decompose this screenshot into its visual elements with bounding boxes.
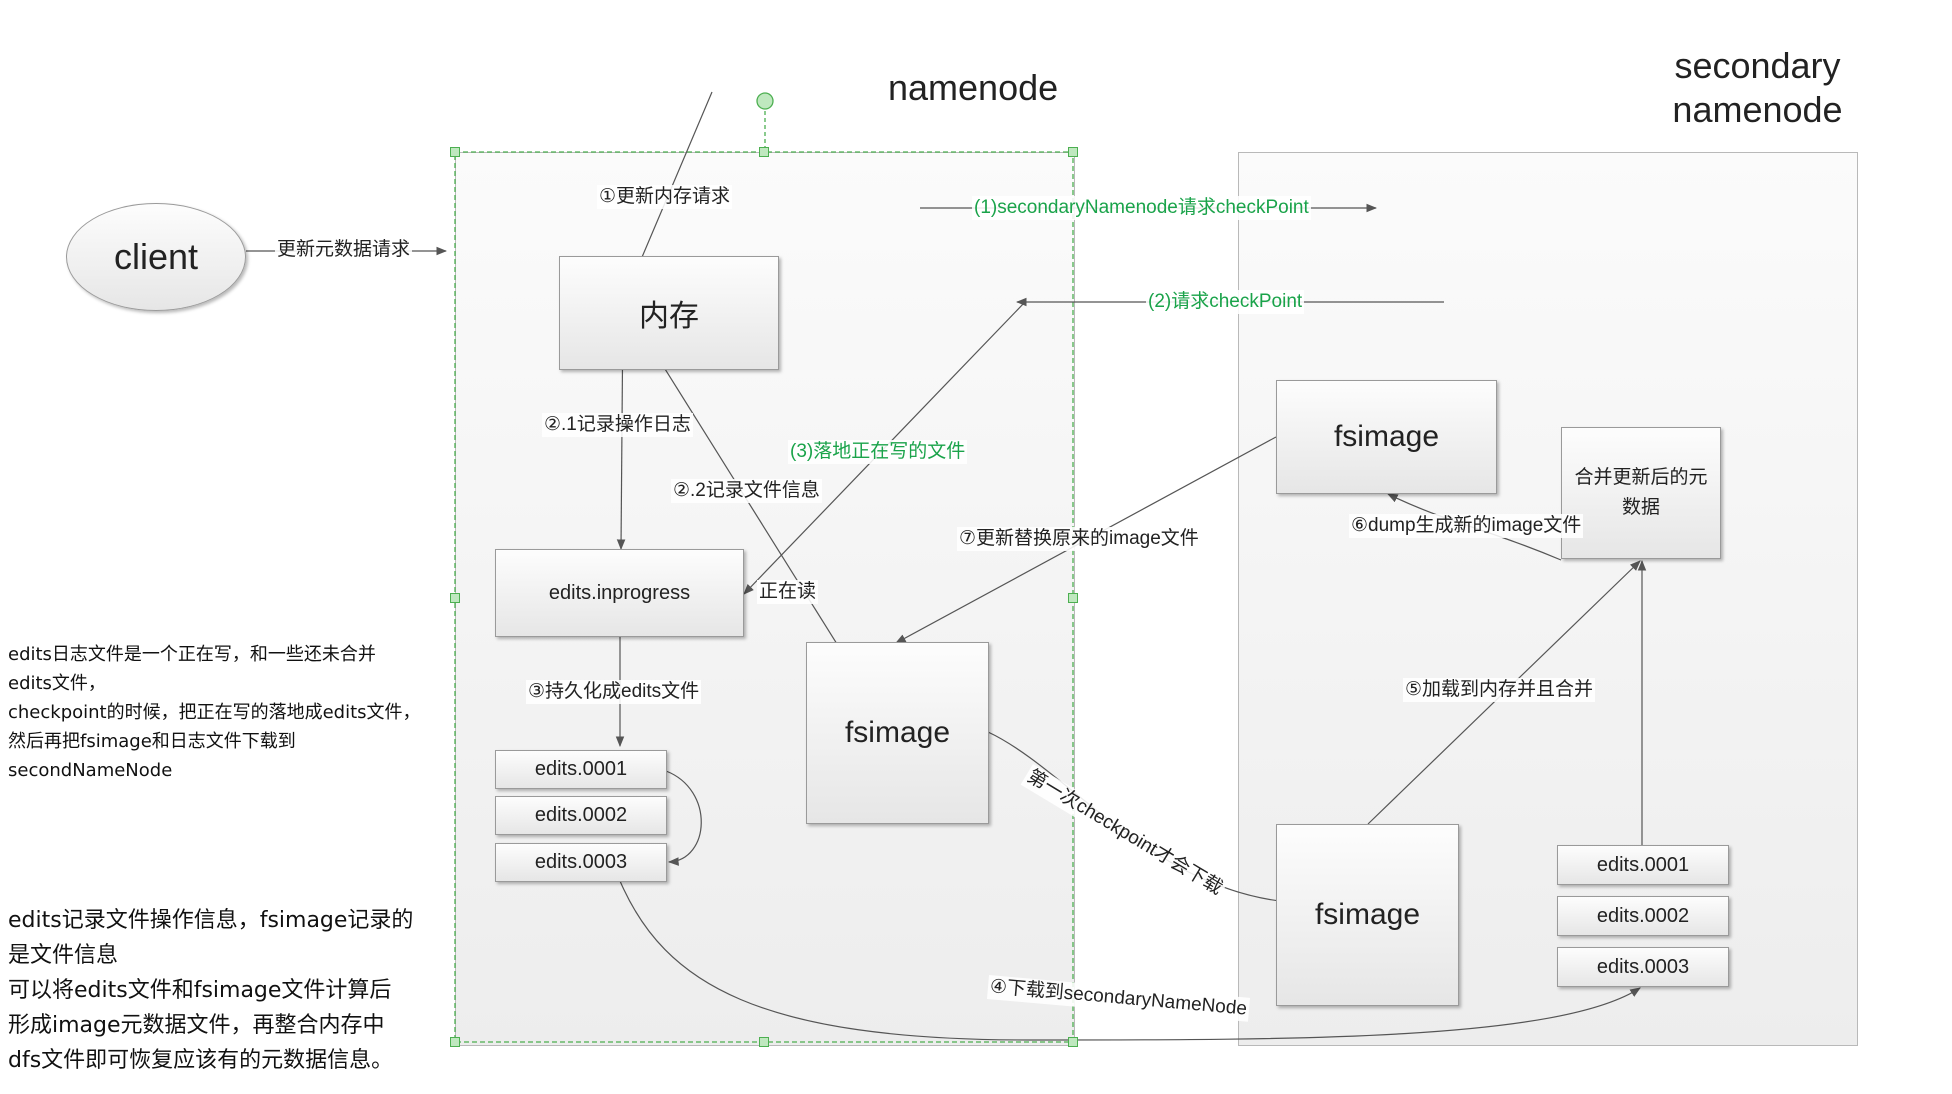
resize-handle-br[interactable] bbox=[1068, 1037, 1078, 1047]
rotation-handle bbox=[756, 92, 774, 110]
arrow-edits-curve bbox=[665, 770, 702, 866]
fsimage-namenode-box[interactable]: fsimage bbox=[806, 642, 989, 824]
edits-0003-nn-label: edits.0003 bbox=[534, 851, 628, 873]
note2-line1: edits记录文件操作信息，fsimage记录的 bbox=[8, 908, 414, 933]
label-update-memory: ①更新内存请求 bbox=[597, 185, 733, 209]
label-replace-image: ⑦更新替换原来的image文件 bbox=[957, 527, 1201, 551]
arrow-first-checkpoint bbox=[987, 731, 1308, 908]
note1-line4: 然后再把fsimage和日志文件下载到 bbox=[8, 731, 296, 752]
label-req-checkpoint: (1)secondaryNamenode请求checkPoint bbox=[972, 196, 1311, 220]
resize-handle-ml[interactable] bbox=[450, 593, 460, 603]
note2-line2: 是文件信息 bbox=[8, 943, 119, 968]
edits-0001-nn-label: edits.0001 bbox=[534, 758, 628, 780]
label-log-op: ②.1记录操作日志 bbox=[542, 413, 693, 437]
arrow-download bbox=[619, 880, 1641, 1041]
edits-0003-sn-label: edits.0003 bbox=[1596, 955, 1690, 978]
fsimage-secondary-top-label: fsimage bbox=[1333, 420, 1440, 453]
edits-0002-nn-label: edits.0002 bbox=[534, 804, 628, 826]
edits-0001-sn-box[interactable]: edits.0001 bbox=[1557, 845, 1729, 885]
client-label: client bbox=[113, 236, 199, 277]
label-persist: ③持久化成edits文件 bbox=[526, 680, 702, 704]
note2-line3: 可以将edits文件和fsimage文件计算后 bbox=[8, 978, 392, 1003]
client-node[interactable]: client bbox=[66, 203, 246, 311]
label-reading: 正在读 bbox=[757, 580, 819, 604]
resize-handle-tr[interactable] bbox=[1068, 147, 1078, 157]
merged-metadata-box[interactable]: 合并更新后的元数据 bbox=[1561, 427, 1721, 559]
note-fsimage-explanation: edits记录文件操作信息，fsimage记录的 是文件信息 可以将edits文… bbox=[8, 903, 413, 1078]
edits-0002-nn-box[interactable]: edits.0002 bbox=[495, 796, 667, 835]
note2-line5: dfs文件即可恢复应该有的元数据信息。 bbox=[8, 1048, 394, 1073]
merged-metadata-label: 合并更新后的元数据 bbox=[1574, 467, 1708, 518]
edits-0001-nn-box[interactable]: edits.0001 bbox=[495, 750, 667, 789]
note-edits-explanation: edits日志文件是一个正在写，和一些还未合并 edits文件， checkpo… bbox=[8, 640, 421, 785]
secondary-title-line1: secondary bbox=[1674, 45, 1841, 86]
note1-line3: checkpoint的时候，把正在写的落地成edits文件， bbox=[8, 702, 421, 723]
secondary-title-line2: namenode bbox=[1672, 89, 1843, 130]
resize-handle-mr[interactable] bbox=[1068, 593, 1078, 603]
note1-line5: secondNameNode bbox=[8, 760, 173, 781]
note1-line1: edits日志文件是一个正在写，和一些还未合并 bbox=[8, 644, 376, 665]
memory-box[interactable]: 内存 bbox=[559, 256, 779, 370]
namenode-title: namenode bbox=[888, 67, 1059, 108]
label-client-request: 更新元数据请求 bbox=[275, 238, 413, 262]
edits-0001-sn-label: edits.0001 bbox=[1596, 853, 1690, 876]
label-flush-file: (3)落地正在写的文件 bbox=[788, 440, 968, 464]
edits-0003-sn-box[interactable]: edits.0003 bbox=[1557, 947, 1729, 987]
note2-line4: 形成image元数据文件，再整合内存中 bbox=[8, 1013, 385, 1038]
edits-inprogress-label: edits.inprogress bbox=[548, 581, 691, 604]
memory-label: 内存 bbox=[639, 300, 699, 333]
label-log-file: ②.2记录文件信息 bbox=[671, 479, 822, 503]
resize-handle-bm[interactable] bbox=[759, 1037, 769, 1047]
note1-line2: edits文件， bbox=[8, 673, 106, 694]
resize-handle-bl[interactable] bbox=[450, 1037, 460, 1047]
resize-handle-tm[interactable] bbox=[759, 147, 769, 157]
label-ask-checkpoint: (2)请求checkPoint bbox=[1146, 290, 1305, 314]
fsimage-secondary-bottom-box[interactable]: fsimage bbox=[1276, 824, 1459, 1006]
secondary-namenode-title: secondary namenode bbox=[1660, 44, 1855, 132]
fsimage-secondary-bottom-label: fsimage bbox=[1314, 898, 1421, 931]
edits-0002-sn-label: edits.0002 bbox=[1596, 904, 1690, 927]
edits-0003-nn-box[interactable]: edits.0003 bbox=[495, 843, 667, 882]
fsimage-secondary-top-box[interactable]: fsimage bbox=[1276, 380, 1497, 494]
edits-0002-sn-box[interactable]: edits.0002 bbox=[1557, 896, 1729, 936]
resize-handle-tl[interactable] bbox=[450, 147, 460, 157]
fsimage-namenode-label: fsimage bbox=[844, 716, 951, 749]
label-load-merge: ⑤加载到内存并且合并 bbox=[1403, 678, 1596, 702]
label-dump-image: ⑥dump生成新的image文件 bbox=[1349, 514, 1584, 538]
edits-inprogress-box[interactable]: edits.inprogress bbox=[495, 549, 744, 637]
